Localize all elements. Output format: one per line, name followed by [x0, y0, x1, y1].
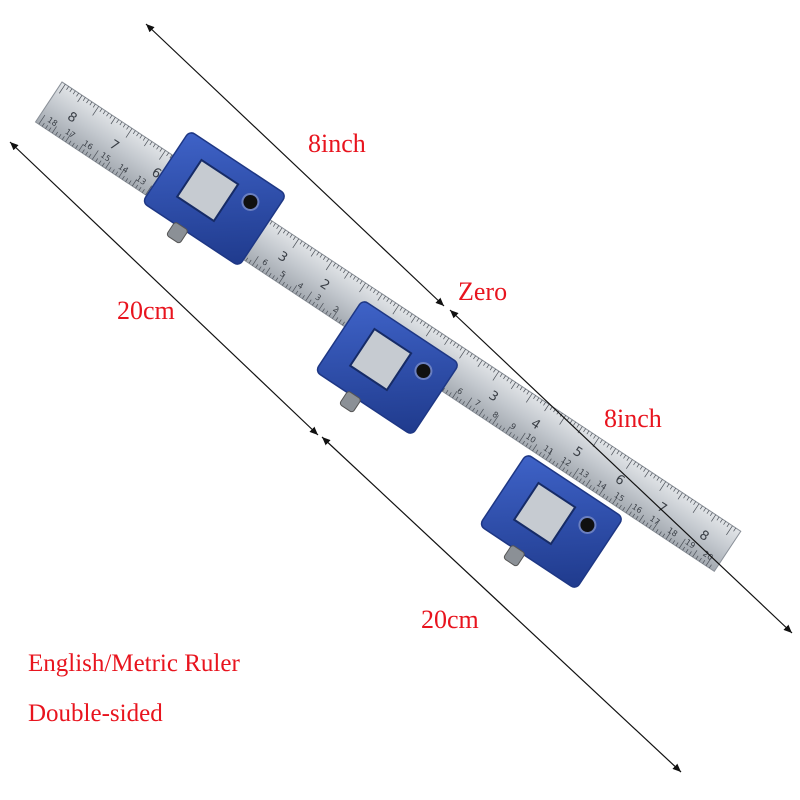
ruler-tick [76, 92, 79, 97]
ruler-tick [139, 134, 143, 139]
ruler-tick [89, 101, 93, 106]
ruler-tick [82, 97, 86, 101]
ruler-tick [69, 88, 73, 93]
ruler-tick [406, 311, 410, 316]
ruler-tick [419, 320, 423, 324]
ruler-tick [92, 106, 99, 116]
ruler-tick [416, 318, 420, 322]
ruler-tick [38, 114, 46, 125]
label-20cm-left: 20cm [117, 296, 175, 325]
label-8inch-top: 8inch [308, 129, 366, 158]
feature-text-double-sided: Double-sided [28, 700, 163, 727]
ruler-cm-number: 2 [331, 304, 340, 314]
ruler-tick [332, 309, 339, 319]
ruler-tick [41, 122, 45, 127]
ruler-tick [322, 308, 325, 313]
dimension-arrow-20cm-left [9, 141, 319, 436]
ruler-tick [116, 119, 119, 124]
ruler-tick [443, 335, 446, 340]
ruler-tick [61, 136, 65, 140]
ruler-tick [436, 331, 440, 336]
ruler-tick [122, 123, 126, 128]
ruler-tick [132, 130, 136, 135]
ruler-tick [335, 317, 339, 321]
ruler-tick [403, 309, 406, 313]
dimension-arrow-8inch-right [449, 309, 793, 634]
ruler-tick [342, 321, 345, 326]
ruler-tick [338, 319, 342, 324]
ruler-tick [328, 312, 332, 317]
ruler-tick [399, 306, 403, 311]
ruler-tick [445, 390, 449, 394]
screw-hole-icon [414, 361, 433, 380]
ruler-tick [65, 132, 72, 143]
ruler-tick [125, 128, 133, 138]
label-zero: Zero [458, 277, 508, 306]
ruler-tick [142, 137, 146, 141]
ruler-tick [55, 131, 59, 136]
ruler-tick [444, 337, 450, 345]
ruler-tick [392, 304, 400, 315]
ruler-tick [58, 84, 66, 94]
ruler-tick [66, 86, 69, 90]
stop-block-window [348, 327, 413, 392]
ruler-tick [110, 117, 116, 125]
ruler-tick [136, 132, 140, 137]
dimension-arrow-20cm-bottom [321, 436, 682, 773]
ruler-tick [442, 387, 445, 392]
ruler-tick [77, 95, 83, 103]
ruler-tick [45, 125, 49, 129]
ruler-tick [48, 127, 52, 132]
ruler-tick [433, 329, 436, 333]
ruler-tick [325, 310, 329, 315]
label-8inch-right: 8inch [604, 404, 662, 433]
thumb-screw-icon [339, 391, 361, 413]
ruler-tick [106, 112, 109, 117]
feature-text-ruler-type: English/Metric Ruler [28, 650, 240, 677]
ruler-tick [409, 313, 413, 318]
ruler-tick [92, 103, 96, 108]
label-20cm-bottom: 20cm [421, 605, 479, 634]
ruler-tick [126, 125, 130, 130]
ruler-tick [423, 322, 426, 327]
ruler-tick [58, 133, 62, 138]
ruler-tick [410, 315, 416, 323]
ruler-tick [72, 90, 76, 95]
ruler-tick [99, 108, 103, 113]
ruler-tick [426, 324, 430, 329]
ruler-tick [109, 114, 113, 119]
stop-blocks [143, 132, 622, 588]
ruler-tick [119, 121, 123, 126]
ruler-tick [439, 333, 443, 338]
ruler-tick [51, 126, 57, 134]
ruler-tick [425, 326, 433, 337]
ruler-tick [102, 110, 106, 115]
stop-block [316, 301, 458, 434]
ruler-tick [86, 99, 89, 104]
